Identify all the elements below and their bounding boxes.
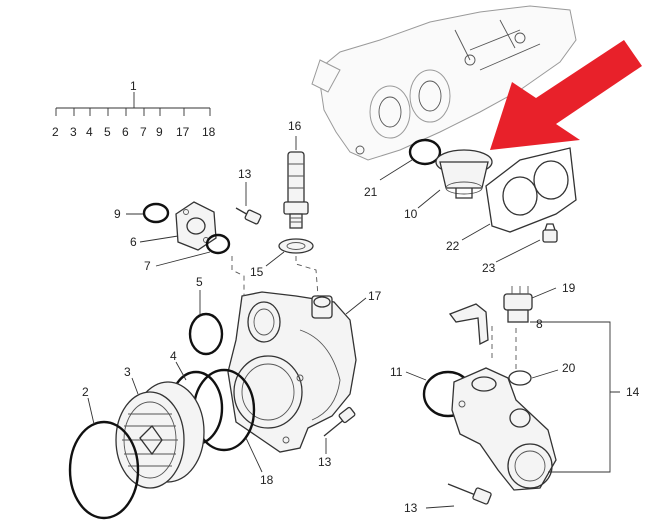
gasket-22 (485, 147, 577, 233)
fitting-23 (542, 223, 558, 243)
kit-item: 3 (70, 125, 77, 139)
o-ring-2 (68, 420, 140, 520)
kit-item: 6 (122, 125, 129, 139)
label-part-20: 20 (562, 361, 576, 375)
label-part-1: 1 (130, 79, 137, 93)
sensor-19 (503, 286, 533, 323)
label-part-18: 18 (260, 473, 274, 487)
label-part-19: 19 (562, 281, 576, 295)
leader-lines (55, 92, 620, 509)
pump-pulley-3 (115, 381, 205, 489)
kit-item: 18 (202, 125, 216, 139)
kit-item: 7 (140, 125, 147, 139)
bolt-13-middle (323, 406, 356, 437)
label-part-8: 8 (536, 317, 543, 331)
kit-item: 5 (104, 125, 111, 139)
alignment-line-left (231, 256, 245, 296)
label-part-22: 22 (446, 239, 460, 253)
flange-6 (175, 201, 217, 251)
kit-item: 17 (176, 125, 190, 139)
label-part-6: 6 (130, 235, 137, 249)
hose-fitting-16 (283, 151, 309, 229)
thermostat-10 (435, 149, 493, 199)
label-part-11: 11 (390, 365, 403, 379)
bent-pipe (448, 303, 489, 346)
label-part-4: 4 (170, 349, 177, 363)
bolt-13-top (235, 207, 262, 225)
o-ring-21 (408, 138, 442, 166)
highlight-arrow (490, 40, 642, 150)
label-part-2: 2 (82, 385, 89, 399)
label-part-5: 5 (196, 275, 203, 289)
label-part-3: 3 (124, 365, 131, 379)
kit-item: 4 (86, 125, 93, 139)
label-part-21: 21 (364, 185, 378, 199)
label-part-23: 23 (482, 261, 496, 275)
bolt-13-bottom (447, 483, 492, 505)
label-part-13-middle: 13 (318, 455, 332, 469)
seal-ring-15 (278, 238, 314, 254)
o-ring-20 (508, 370, 532, 386)
o-ring-5 (188, 312, 224, 356)
label-part-17: 17 (368, 289, 382, 303)
label-part-16: 16 (288, 119, 302, 133)
kit-item: 9 (156, 125, 163, 139)
o-ring-7 (205, 233, 231, 255)
label-part-10: 10 (404, 207, 418, 221)
label-part-7: 7 (144, 259, 151, 273)
outlet-housing (451, 367, 557, 491)
kit-item: 2 (52, 125, 59, 139)
label-part-9: 9 (114, 207, 121, 221)
pump-housing-17 (227, 291, 357, 453)
o-ring-9 (142, 202, 170, 224)
label-part-13-bottom: 13 (404, 501, 418, 515)
label-part-14: 14 (626, 385, 640, 399)
alignment-line-center (295, 256, 319, 297)
engine-block-housing (311, 5, 577, 161)
kit-contents-labels: 2 3 4 5 6 7 9 17 18 (52, 125, 216, 139)
label-part-13-top: 13 (238, 167, 252, 181)
label-part-15: 15 (250, 265, 264, 279)
